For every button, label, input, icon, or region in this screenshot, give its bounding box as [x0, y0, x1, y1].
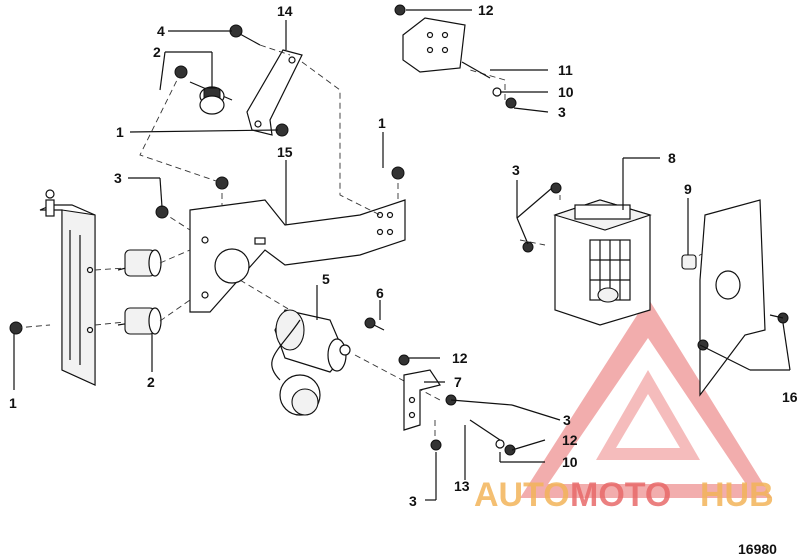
callout-2-bottom: 2 [147, 374, 155, 390]
bolt-6 [364, 317, 385, 331]
watermark-inner-triangle [596, 370, 700, 460]
callout-14: 14 [277, 3, 293, 19]
rubber-isolator-lower [117, 307, 162, 335]
callout-16: 16 [782, 389, 798, 405]
solenoid-assembly [271, 309, 351, 416]
callout-12-top: 12 [478, 2, 494, 18]
watermark-auto: AUTO [474, 476, 570, 514]
callout-12-mid: 12 [452, 350, 468, 366]
nut-top-4 [229, 24, 261, 46]
upper-right-bracket [394, 4, 517, 109]
mounting-rail [39, 189, 96, 386]
figure-number: 16980 [738, 541, 777, 557]
watermark-moto: MOTO [570, 476, 671, 514]
callout-5: 5 [322, 271, 330, 287]
callout-8: 8 [668, 150, 676, 166]
callout-4: 4 [157, 23, 165, 39]
watermark-triangle [520, 298, 772, 498]
callout-labels: 4 14 2 1 15 1 3 1 5 6 2 12 11 10 3 8 3 9… [9, 2, 798, 509]
callout-3-top: 3 [558, 104, 566, 120]
callout-9: 9 [684, 181, 692, 197]
callout-3-left: 3 [114, 170, 122, 186]
small-clip-bracket [398, 354, 516, 456]
callout-12-low: 12 [562, 432, 578, 448]
callout-13: 13 [454, 478, 470, 494]
rubber-isolator-top [189, 81, 233, 115]
callout-3-ecm: 3 [512, 162, 520, 178]
control-module [522, 182, 652, 326]
callout-10-low: 10 [562, 454, 578, 470]
watermark-logo [520, 298, 772, 498]
watermark-text: AUTO MOTO HUB [474, 476, 774, 514]
callout-2-top: 2 [153, 44, 161, 60]
callout-10-top: 10 [558, 84, 574, 100]
callout-3-mid: 3 [563, 412, 571, 428]
right-mount-plate [681, 199, 789, 397]
callout-3-bottom: 3 [409, 493, 417, 509]
callout-1-right: 1 [378, 115, 386, 131]
callout-1-left: 1 [9, 395, 17, 411]
callout-11: 11 [558, 62, 573, 78]
callout-6: 6 [376, 285, 384, 301]
callout-7: 7 [454, 374, 462, 390]
callout-1-mid: 1 [116, 124, 124, 140]
rubber-isolator-upper [117, 249, 162, 277]
leader-lines [13, 9, 791, 501]
support-strap [246, 49, 303, 136]
main-bracket [189, 199, 406, 313]
callout-15: 15 [277, 144, 293, 160]
watermark-hub: HUB [700, 476, 774, 514]
